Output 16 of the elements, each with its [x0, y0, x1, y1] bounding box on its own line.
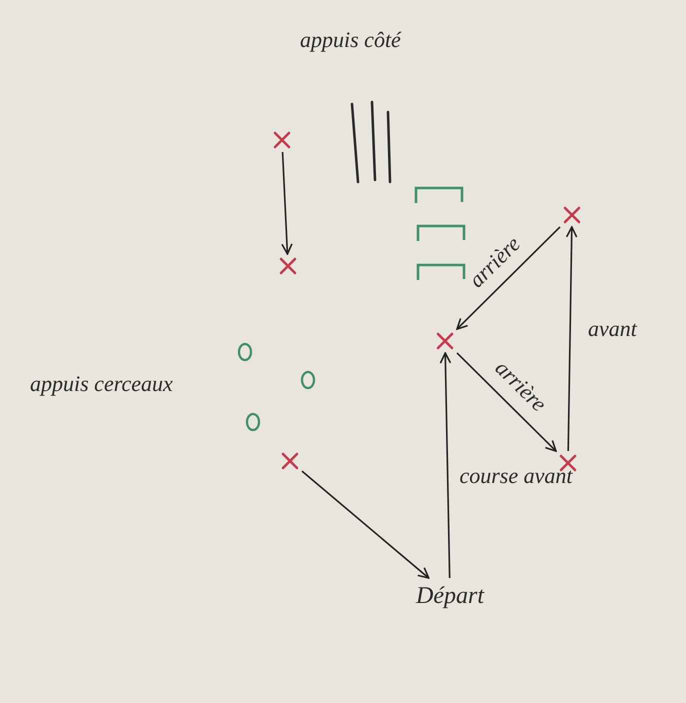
arrow — [301, 470, 430, 579]
start-label: Départ — [412, 580, 488, 612]
text-label: appuis cerceaux — [30, 372, 173, 396]
arrow — [456, 352, 557, 452]
cross-mark — [562, 205, 582, 225]
arrow — [566, 226, 578, 452]
edge-label: avant — [588, 317, 637, 342]
cross-mark — [435, 331, 455, 351]
cross-mark — [280, 451, 300, 471]
cross-mark — [272, 130, 292, 150]
cross-mark — [278, 256, 298, 276]
arrow — [456, 226, 561, 330]
edge-label: course avant — [459, 464, 572, 488]
arrow — [281, 152, 293, 255]
arrow — [440, 352, 452, 578]
text-label: appuis côté — [300, 28, 401, 52]
